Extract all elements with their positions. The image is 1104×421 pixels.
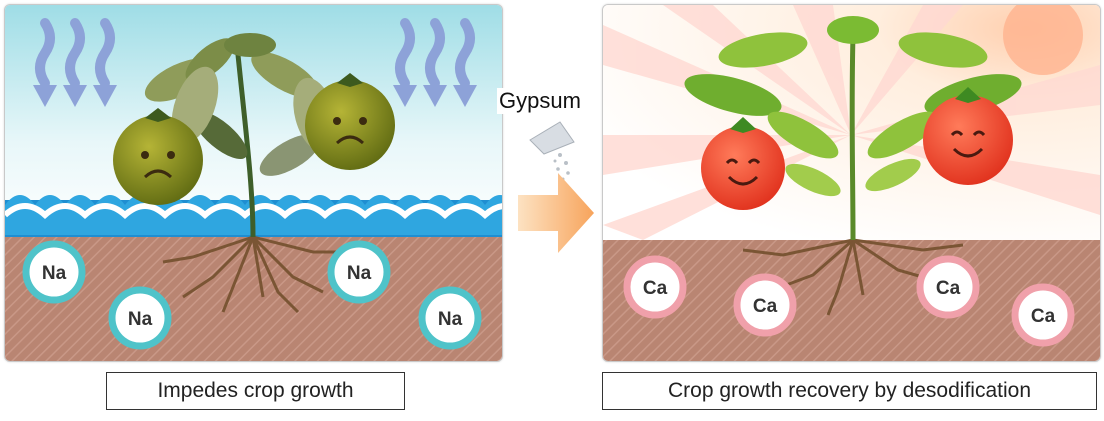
calcium-ion: Ca xyxy=(623,255,687,319)
left-panel-saline-soil: Na Na Na Na xyxy=(4,4,503,362)
svg-text:Ca: Ca xyxy=(753,296,778,317)
svg-text:Na: Na xyxy=(438,309,463,330)
svg-text:Ca: Ca xyxy=(936,278,961,299)
gypsum-transition-graphic xyxy=(518,121,594,253)
heat-arrows-left xyxy=(35,18,115,88)
left-caption: Impedes crop growth xyxy=(106,372,405,410)
calcium-ion: Ca xyxy=(733,273,797,337)
soil-layer xyxy=(5,237,502,361)
svg-text:Na: Na xyxy=(42,263,67,284)
sodium-ion: Na xyxy=(327,240,391,304)
transition-arrow-icon xyxy=(518,173,594,253)
heat-arrow-heads-left xyxy=(33,85,117,107)
sodium-ion: Na xyxy=(418,286,482,350)
svg-text:Ca: Ca xyxy=(643,278,668,299)
happy-red-tomato-left xyxy=(701,117,785,210)
gypsum-scoop-icon xyxy=(529,121,575,155)
recovered-soil-illustration: Ca Ca Ca Ca xyxy=(603,5,1100,361)
sodium-ion: Na xyxy=(22,240,86,304)
calcium-ion: Ca xyxy=(1011,283,1075,347)
gypsum-label: Gypsum xyxy=(497,88,583,114)
sad-green-tomato-left xyxy=(113,108,203,205)
svg-text:Na: Na xyxy=(347,263,372,284)
sodium-ion: Na xyxy=(108,286,172,350)
heat-arrows-right xyxy=(395,18,475,88)
roots xyxy=(162,235,348,314)
sun-icon xyxy=(1003,5,1083,75)
right-panel-desodified-soil: Ca Ca Ca Ca xyxy=(602,4,1101,362)
svg-text:Na: Na xyxy=(128,309,153,330)
gypsum-powder-particles xyxy=(553,153,570,181)
heat-arrow-heads-right xyxy=(393,85,477,107)
right-caption: Crop growth recovery by desodification xyxy=(602,372,1097,410)
sad-green-tomato-right xyxy=(305,73,395,170)
svg-text:Ca: Ca xyxy=(1031,306,1056,327)
calcium-ion: Ca xyxy=(916,255,980,319)
saline-soil-illustration: Na Na Na Na xyxy=(5,5,502,361)
happy-red-tomato-right xyxy=(923,87,1013,185)
